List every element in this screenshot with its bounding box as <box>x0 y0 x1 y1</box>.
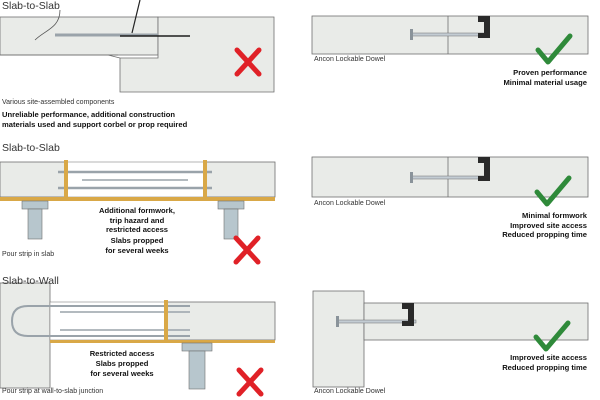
cable <box>34 9 61 41</box>
row1-benefit-2: Minimal material usage <box>503 77 587 87</box>
row1-dowel-detail <box>311 15 589 55</box>
row2-left-note-5: for several weeks <box>105 245 169 255</box>
wall <box>312 290 365 388</box>
dowel-bar <box>411 32 485 37</box>
row3-heading: Slab-to-Wall <box>2 275 59 287</box>
row2-left-note-1: Additional formwork, <box>99 206 175 215</box>
row3-dowel-detail <box>312 290 589 388</box>
cross-icon <box>234 47 262 77</box>
row3-left-note-3: for several weeks <box>90 368 154 378</box>
row2-benefit-2: Improved site access <box>510 220 587 230</box>
row1-benefit-1: Proven performance <box>513 68 587 77</box>
tick-icon <box>535 33 573 65</box>
cross-icon <box>233 235 261 265</box>
dowel-plate <box>410 29 413 40</box>
row2-left-note-4: Slabs propped <box>110 236 164 245</box>
dowel-sleeve <box>478 16 490 38</box>
row3-benefit-2: Reduced propping time <box>502 362 587 372</box>
row2-left-note-3: restricted access <box>105 225 169 234</box>
row1-traditional-detail <box>0 0 275 93</box>
row2-dowel-detail <box>311 156 589 198</box>
tick-icon <box>534 175 572 207</box>
row2-left-note-2: trip hazard and <box>109 215 165 225</box>
row2-right-caption: Ancon Lockable Dowel <box>314 200 386 207</box>
row1-left-note-1: Unreliable performance, additional const… <box>2 110 175 119</box>
corbel-ledge <box>107 54 121 59</box>
row1-left-caption: Various site-assembled components <box>2 99 115 106</box>
cross-icon <box>236 367 264 397</box>
tick-icon <box>533 320 571 352</box>
row3-benefit-1: Improved site access <box>510 353 587 362</box>
row3-left-note-2: Slabs propped <box>95 359 149 368</box>
row3-left-caption: Pour strip at wall-to-slab junction <box>2 388 104 395</box>
row3-right-caption: Ancon Lockable Dowel <box>314 388 386 395</box>
row2-heading: Slab-to-Slab <box>2 142 60 154</box>
row2-benefit-1: Minimal formwork <box>522 211 587 220</box>
row3-traditional-detail <box>0 282 276 390</box>
u-bar <box>10 305 190 337</box>
row1-heading: Slab-to-Slab <box>2 0 60 12</box>
row2-benefit-3: Reduced propping time <box>502 230 587 239</box>
row3-left-note-1: Restricted access <box>89 349 155 358</box>
row1-left-note-2: materials used and support corbel or pro… <box>2 119 188 129</box>
row1-right-caption: Ancon Lockable Dowel <box>314 56 386 63</box>
row2-left-caption: Pour strip in slab <box>2 251 55 258</box>
row2-traditional-detail <box>0 160 276 240</box>
